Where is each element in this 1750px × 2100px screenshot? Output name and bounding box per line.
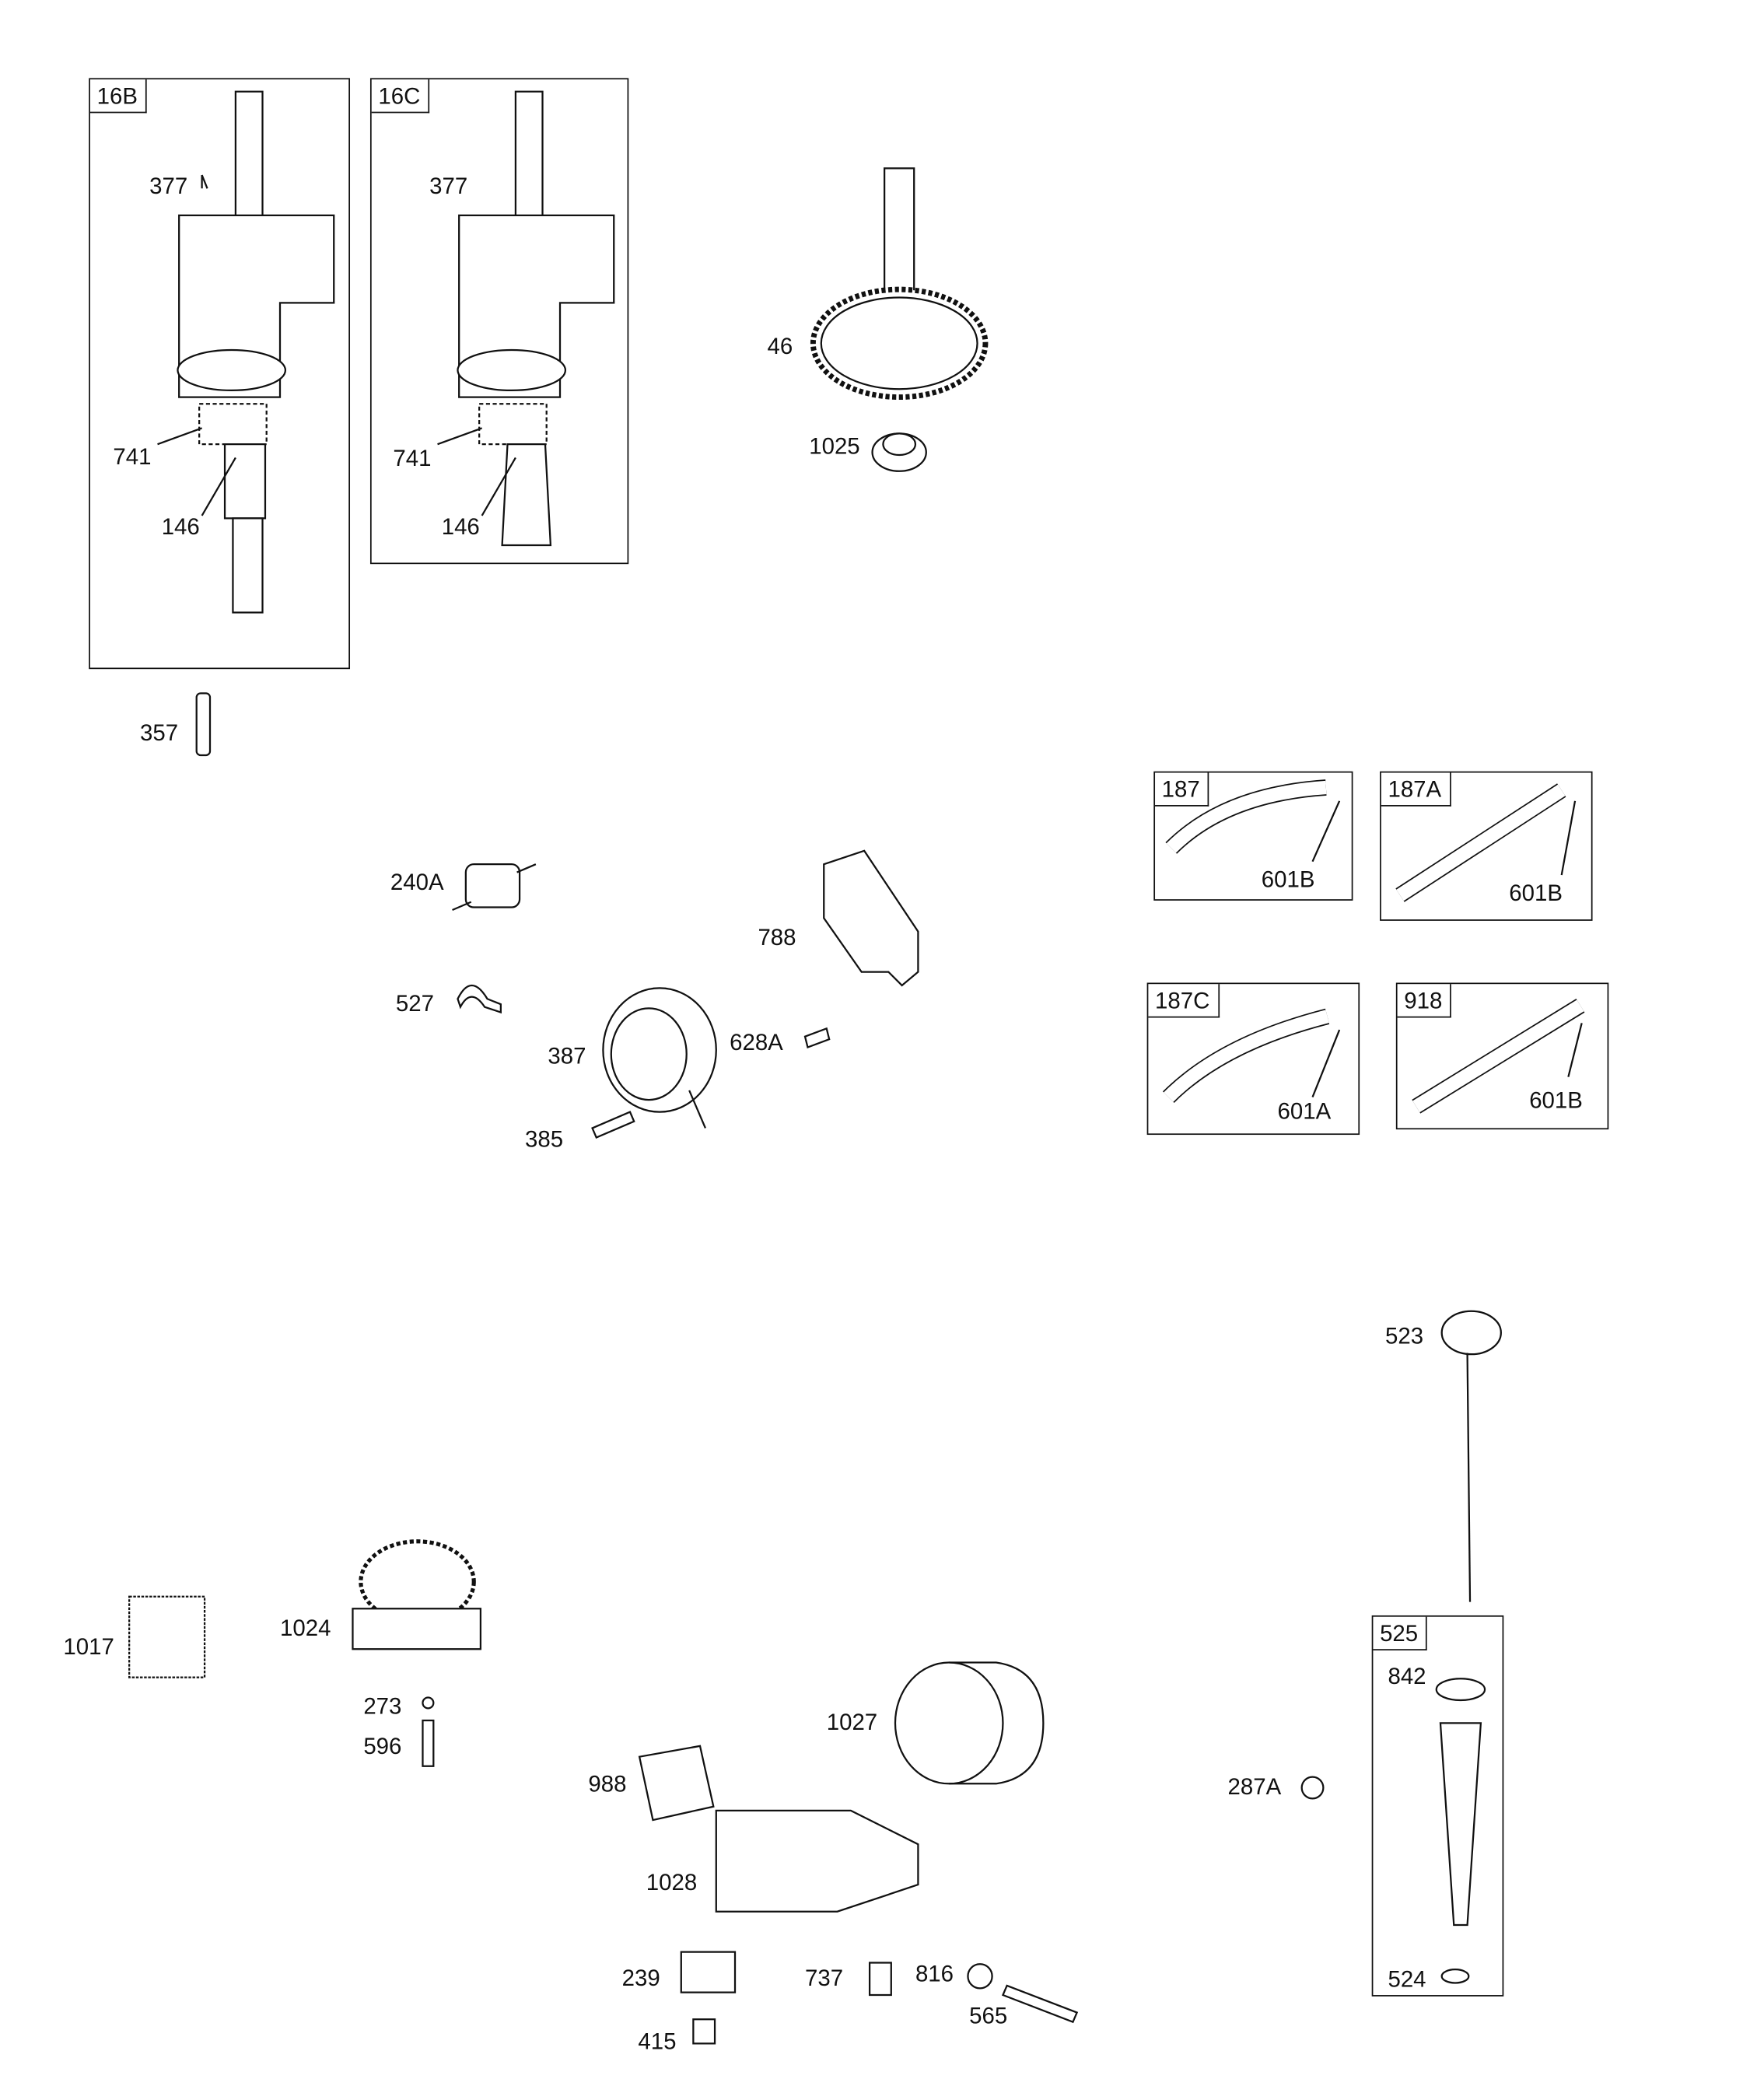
washer-273-drawing xyxy=(422,1698,433,1709)
callout-1024: 1024 xyxy=(280,1615,331,1641)
callout-146: 146 xyxy=(441,514,480,541)
callout-287A: 287A xyxy=(1227,1774,1282,1801)
group-label: 16B xyxy=(89,79,148,114)
callout-273: 273 xyxy=(363,1693,402,1720)
callout-523: 523 xyxy=(1384,1323,1424,1349)
callout-527: 527 xyxy=(395,990,434,1017)
camshaft-gear-drawing xyxy=(813,168,985,471)
callout-788: 788 xyxy=(758,925,796,950)
fuel-filter-240A-drawing xyxy=(453,864,536,910)
group-label: 187 xyxy=(1155,772,1209,807)
sensor-239-drawing xyxy=(681,1952,735,1993)
callout-596: 596 xyxy=(363,1734,402,1760)
adapter-1028-drawing xyxy=(716,1811,919,1912)
gasket-988-drawing xyxy=(639,1746,713,1820)
group-box-16C: 16C xyxy=(369,78,629,565)
plug-415-drawing xyxy=(693,2019,715,2043)
group-box-525: 525 xyxy=(1371,1615,1504,1997)
group-label: 525 xyxy=(1373,1616,1428,1650)
callout-146: 146 xyxy=(161,514,200,541)
fuel-pump-387-drawing xyxy=(603,988,716,1128)
callout-240A: 240A xyxy=(390,870,444,895)
callout-741: 741 xyxy=(393,445,432,471)
callout-1028: 1028 xyxy=(646,1870,698,1895)
group-label: 187C xyxy=(1148,984,1220,1018)
callout-988: 988 xyxy=(588,1771,627,1797)
callout-387: 387 xyxy=(548,1043,586,1069)
callout-415: 415 xyxy=(638,2028,677,2055)
clamp-527-drawing xyxy=(457,985,500,1013)
bracket-788-drawing xyxy=(824,851,918,985)
washer-816-drawing xyxy=(968,1964,992,1988)
dipstick-tube-drawing xyxy=(1437,1678,1485,1983)
screw-628A-drawing xyxy=(805,1028,829,1047)
crankshaft-16C-drawing xyxy=(438,92,614,545)
callout-377: 377 xyxy=(429,173,468,200)
callout-601B: 601B xyxy=(1509,880,1563,906)
group-box-187C: 187C xyxy=(1146,982,1360,1136)
key-357-drawing xyxy=(197,693,210,755)
dipstick-523-drawing xyxy=(1442,1311,1501,1602)
group-box-918: 918 xyxy=(1395,982,1609,1130)
callout-628A: 628A xyxy=(730,1030,783,1055)
callout-601A: 601A xyxy=(1277,1098,1332,1125)
callout-1025: 1025 xyxy=(809,433,860,460)
stud-565-drawing xyxy=(1003,1986,1076,2022)
callout-357: 357 xyxy=(140,719,179,746)
group-label: 16C xyxy=(371,79,430,114)
callout-46: 46 xyxy=(767,334,793,360)
callout-842: 842 xyxy=(1388,1664,1426,1690)
screw-385-drawing xyxy=(593,1112,635,1138)
callout-565: 565 xyxy=(969,2003,1008,2029)
callout-239: 239 xyxy=(621,1965,660,1991)
callout-816: 816 xyxy=(915,1961,954,1987)
callout-385: 385 xyxy=(525,1126,564,1153)
callout-1017: 1017 xyxy=(63,1634,114,1661)
filter-1017-drawing xyxy=(129,1597,205,1678)
callout-737: 737 xyxy=(805,1965,844,1991)
group-box-16B: 16B xyxy=(89,78,351,670)
callout-741: 741 xyxy=(113,444,152,471)
callout-524: 524 xyxy=(1388,1966,1426,1993)
group-box-187A: 187A xyxy=(1380,771,1593,921)
screw-287A-drawing xyxy=(1302,1777,1324,1799)
oil-filter-1027-drawing xyxy=(895,1663,1043,1784)
group-box-187: 187 xyxy=(1153,771,1353,901)
callout-601B: 601B xyxy=(1261,866,1315,893)
crankshaft-16B-drawing xyxy=(158,92,334,613)
oil-pump-1024-drawing xyxy=(352,1542,480,1649)
group-label: 187A xyxy=(1381,772,1451,807)
callout-601B: 601B xyxy=(1529,1087,1583,1114)
fitting-737-drawing xyxy=(870,1963,891,1996)
group-label: 918 xyxy=(1397,984,1452,1018)
callout-1027: 1027 xyxy=(826,1710,878,1736)
screw-596-drawing xyxy=(422,1720,433,1766)
callout-377: 377 xyxy=(149,173,188,200)
